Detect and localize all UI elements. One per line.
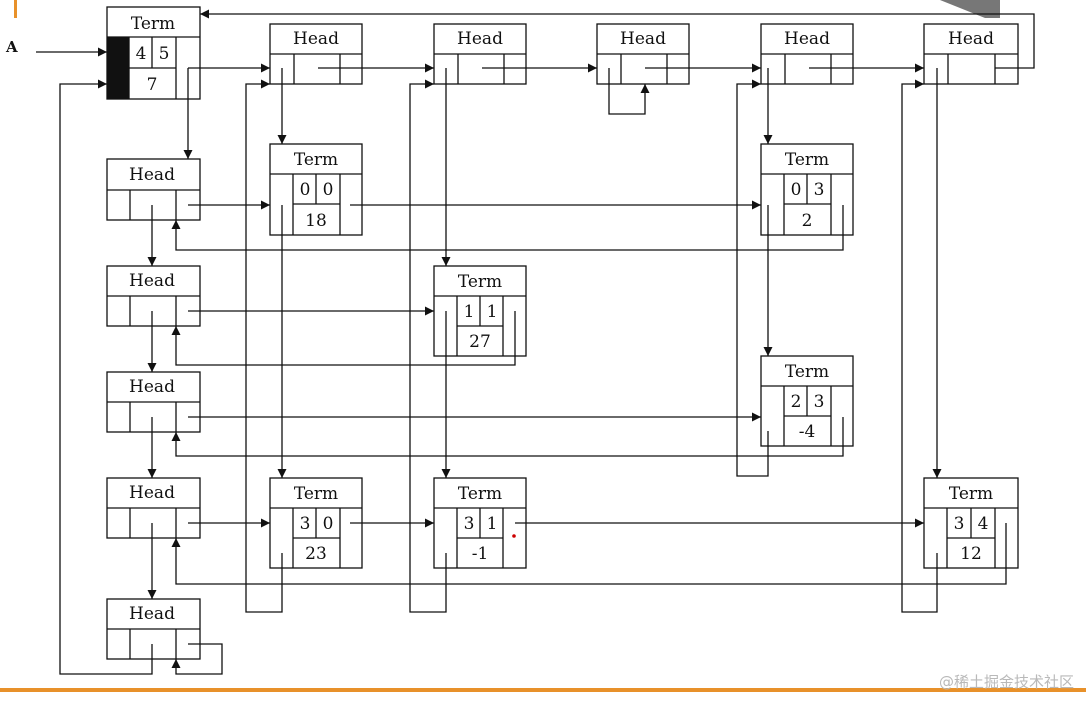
bottom-accent-bar: [0, 688, 1086, 692]
row-head-label: Head: [129, 483, 175, 503]
link-arrow: [736, 79, 769, 477]
link-arrow: [608, 68, 650, 115]
term-value: 23: [305, 544, 327, 564]
term-row: 1: [464, 302, 475, 322]
matrix-label: A: [5, 38, 18, 56]
root-cols: 5: [159, 44, 170, 64]
term-row: 0: [791, 180, 802, 200]
term-title: Term: [294, 150, 338, 170]
corner-logo-shape: [940, 0, 1000, 18]
column-head-label: Head: [457, 29, 503, 49]
row-head-label: Head: [129, 604, 175, 624]
term-title: Term: [458, 272, 502, 292]
column-head-label: Head: [948, 29, 994, 49]
column-head-2: Head: [596, 23, 690, 85]
term-title: Term: [785, 150, 829, 170]
link-arrow: [171, 523, 1007, 585]
link-arrow: [200, 9, 1035, 69]
term-col: 0: [323, 514, 334, 534]
row-head-label: Head: [129, 165, 175, 185]
term-row: 3: [954, 514, 965, 534]
term-value: -1: [472, 544, 489, 564]
term-row: 3: [464, 514, 475, 534]
column-head-3: Head: [760, 23, 854, 85]
row-head-label: Head: [129, 271, 175, 291]
term-col: 3: [814, 392, 825, 412]
corner-accent-bar: [14, 0, 17, 18]
row-head-0: Head: [106, 158, 201, 221]
link-lines: [59, 9, 1035, 675]
column-head-1: Head: [433, 23, 527, 85]
link-arrow: [171, 643, 223, 675]
term-node-0-0: Term 0 0 18: [269, 143, 363, 236]
root-title: Term: [131, 14, 175, 34]
term-row: 2: [791, 392, 802, 412]
link-arrow: [171, 417, 844, 457]
row-head-2: Head: [106, 371, 201, 433]
root-term-node: Term 4 5 7: [106, 6, 201, 100]
term-node-3-0: Term 3 0 23: [269, 477, 363, 569]
row-head-4: Head: [106, 598, 201, 660]
term-col: 4: [978, 514, 989, 534]
term-row: 3: [300, 514, 311, 534]
term-value: 2: [802, 211, 813, 231]
root-rows: 4: [136, 44, 147, 64]
term-col: 1: [487, 514, 498, 534]
term-title: Term: [949, 484, 993, 504]
column-head-0: Head: [269, 23, 363, 85]
column-head-label: Head: [784, 29, 830, 49]
term-node-2-3: Term 2 3 -4: [760, 355, 854, 447]
term-title: Term: [294, 484, 338, 504]
term-col: 3: [814, 180, 825, 200]
term-node-1-1: Term 1 1 27: [433, 265, 527, 357]
root-count: 7: [147, 75, 158, 95]
term-title: Term: [785, 362, 829, 382]
term-node-0-3: Term 0 3 2: [760, 143, 854, 236]
root-tag-block: [107, 37, 129, 99]
row-head-3: Head: [106, 477, 201, 539]
term-value: 18: [305, 211, 327, 231]
column-head-4: Head: [923, 23, 1019, 85]
link-arrow: [245, 79, 283, 613]
watermark-text: @稀土掘金技术社区: [938, 673, 1074, 691]
link-arrow: [901, 79, 938, 613]
term-col: 0: [323, 180, 334, 200]
row-head-label: Head: [129, 377, 175, 397]
link-arrow: [409, 79, 447, 613]
link-arrow: [59, 79, 153, 675]
term-col: 1: [487, 302, 498, 322]
term-node-3-1: Term 3 1 -1: [433, 477, 527, 569]
term-title: Term: [458, 484, 502, 504]
term-value: 27: [469, 332, 491, 352]
marker-dot: [512, 534, 516, 538]
row-head-1: Head: [106, 265, 201, 327]
term-value: -4: [799, 422, 816, 442]
term-row: 0: [300, 180, 311, 200]
term-node-3-4: Term 3 4 12: [923, 477, 1019, 569]
term-value: 12: [960, 544, 982, 564]
link-arrow: [171, 311, 516, 366]
column-head-label: Head: [620, 29, 666, 49]
link-arrow: [171, 205, 844, 251]
column-head-label: Head: [293, 29, 339, 49]
